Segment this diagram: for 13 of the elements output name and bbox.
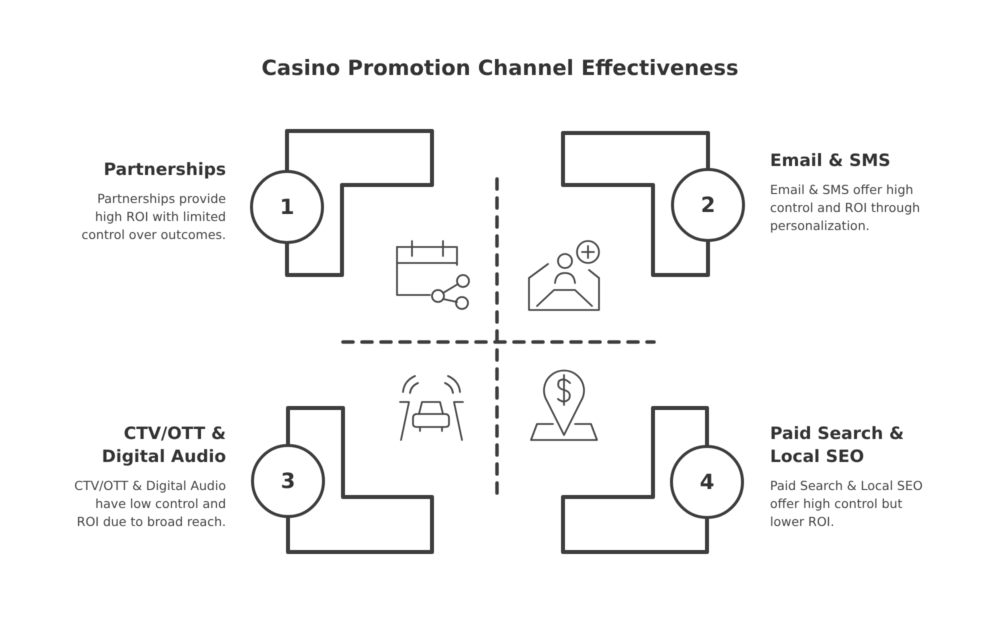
description: Email & SMS offer high control and ROI through personalization. — [770, 181, 922, 235]
heading: Partnerships — [104, 159, 226, 182]
heading: CTV/OTT & Digital Audio — [100, 423, 226, 469]
number-circle: 3 — [251, 444, 325, 518]
description: Paid Search & Local SEO offer high control but lower ROI. — [770, 477, 923, 531]
title: Casino Promotion Channel Effectiveness — [262, 55, 738, 82]
number-circle: 1 — [250, 170, 324, 244]
number-circle: 4 — [670, 445, 744, 519]
number-circle: 2 — [671, 168, 745, 242]
description: CTV/OTT & Digital Audio have low control and ROI due to broad reach. — [73, 477, 226, 531]
description: Partnerships provide high ROI with limited control over outcomes. — [80, 190, 226, 244]
heading: Paid Search & Local SEO — [770, 423, 905, 469]
heading: Email & SMS — [770, 150, 891, 173]
